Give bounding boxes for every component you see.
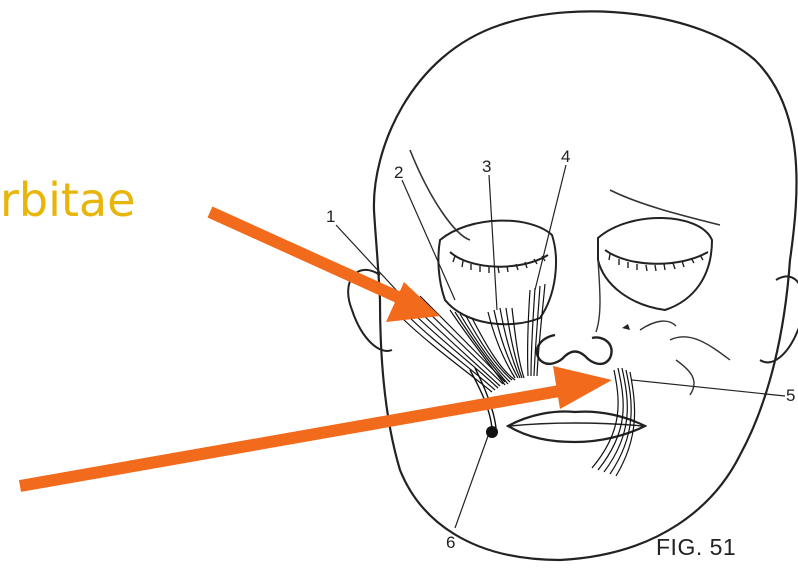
pointer-arrow-upper xyxy=(210,212,440,322)
right-ear xyxy=(760,276,798,362)
head-outline xyxy=(374,11,797,560)
mouth-line xyxy=(510,423,643,426)
right-cheek-contour xyxy=(640,321,730,395)
left-lashes xyxy=(453,256,545,273)
callout-4: 4 xyxy=(561,147,570,166)
callout-5: 5 xyxy=(786,386,795,405)
right-lashes xyxy=(609,254,703,271)
callout-1: 1 xyxy=(326,207,335,226)
left-eyelid xyxy=(450,252,548,267)
pointer-arrow-lower xyxy=(20,366,612,486)
slide-title-fragment: rbitae xyxy=(0,172,135,228)
callout-3: 3 xyxy=(482,157,491,176)
nose xyxy=(537,335,612,364)
callout-2: 2 xyxy=(394,163,403,182)
right-small-mark xyxy=(622,324,630,330)
figure-label: FIG. 51 xyxy=(656,533,736,561)
mouth xyxy=(508,412,645,442)
nose-bridge-right xyxy=(596,260,600,332)
callout-6: 6 xyxy=(446,533,455,552)
callout-lines xyxy=(336,165,785,528)
